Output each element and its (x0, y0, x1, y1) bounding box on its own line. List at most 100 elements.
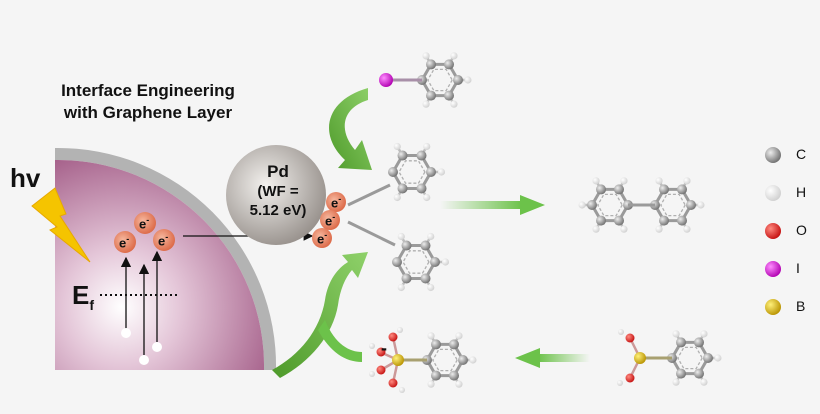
hydrogen-atom (427, 232, 435, 241)
carbon-atom (401, 273, 412, 284)
electron-label: e- (158, 232, 169, 249)
electron-label: e- (325, 212, 336, 229)
title-line-2: with Graphene Layer (63, 103, 233, 122)
boron-atom (634, 352, 646, 364)
carbon-atom (686, 200, 696, 210)
electron-label: e- (317, 230, 328, 247)
hydrogen-atom (618, 329, 624, 335)
hydrogen-atom (455, 332, 463, 340)
electron-label: e- (139, 215, 150, 232)
curved-arrow-bottom (272, 252, 368, 378)
hydrogen-atom (427, 283, 435, 292)
hydrogen-atom (578, 201, 586, 209)
carbon-atom (694, 368, 704, 379)
legend-label-b: B (796, 298, 806, 314)
hydrogen-atom (620, 225, 628, 233)
carbon-atom (397, 150, 408, 161)
carbon-atom (449, 339, 459, 350)
curved-arrow-bottom-tail (318, 320, 362, 362)
carbon-atom (444, 90, 454, 101)
hole (139, 355, 149, 365)
legend-atom-c (765, 147, 781, 163)
legend (765, 147, 781, 315)
electron (114, 231, 136, 253)
legend-atom-b (765, 299, 781, 315)
legend-atom-h (765, 185, 781, 201)
carbon-atom (694, 337, 704, 348)
hydrogen-atom (672, 330, 680, 338)
carbon-atom (401, 240, 412, 251)
electron-label: e- (331, 194, 342, 211)
carbon-atom (431, 339, 441, 350)
electron (326, 192, 346, 212)
carbon-atom (458, 355, 468, 365)
hydrogen-atom (469, 356, 477, 364)
hydrogen-atom (455, 380, 463, 388)
pd-work-function-1: (WF = (257, 183, 299, 200)
hydrogen-atom (437, 168, 446, 176)
curved-arrow-top (329, 88, 372, 170)
legend-label-o: O (796, 222, 807, 238)
pd-nanoparticle (226, 145, 326, 245)
hydrogen-atom (393, 193, 401, 202)
hydrogen-atom (697, 201, 705, 209)
carbon-atom (426, 90, 436, 101)
carbon-atom (677, 215, 687, 226)
hydrogen-atom (592, 225, 600, 233)
carbon-atom (453, 75, 463, 85)
legend-label-c: C (796, 146, 807, 162)
iodine-atom (379, 73, 393, 87)
carbon-atom (426, 167, 436, 177)
carbon-atom (659, 184, 669, 195)
hydrogen-atom (422, 100, 430, 108)
hydrogen-atom (423, 193, 431, 202)
hydrogen-atom (369, 343, 375, 349)
carbon-atom (676, 337, 686, 348)
carbon-atom (444, 59, 454, 70)
hydrogen-atom (450, 52, 458, 60)
carbon-atom (614, 184, 624, 195)
aryl-ring-lower (392, 232, 450, 292)
hydrogen-atom (450, 100, 458, 108)
hydrogen-atom (397, 327, 403, 333)
pd-label: Pd (WF = 5.12 eV) (228, 162, 328, 220)
electron (320, 210, 340, 230)
boronate-ring (422, 332, 477, 388)
hydrogen-atom (683, 177, 691, 185)
activation-arrow-head (515, 348, 540, 368)
light-label: hv (10, 163, 41, 193)
title-line-1: Interface Engineering (61, 81, 235, 100)
electron-label: e- (119, 234, 130, 251)
oxygen-atom (376, 365, 386, 375)
coupling-arrow-shaft (440, 201, 522, 209)
hydrogen-atom (397, 232, 405, 241)
hydrogen-atom (714, 354, 722, 362)
aryl-ring-upper (388, 142, 446, 202)
coupling-arrow-head (520, 195, 545, 215)
oxygen-atom (376, 347, 386, 357)
legend-atom-i (765, 261, 781, 277)
hydrogen-atom (399, 387, 405, 393)
carbon-atom (397, 183, 408, 194)
carbon-atom (659, 215, 669, 226)
pd-aryl-bond (347, 183, 391, 207)
carbon-atom (596, 184, 606, 195)
carbon-atom (614, 215, 624, 226)
activation-arrow-shaft (538, 354, 590, 362)
legend-atom-o (765, 223, 781, 239)
diagram-title: Interface Engineering with Graphene Laye… (18, 80, 278, 124)
electron (134, 212, 156, 234)
carbon-atom (416, 150, 427, 161)
legend-label-i: I (796, 260, 800, 276)
carbon-atom (677, 184, 687, 195)
carbon-atom (596, 215, 606, 226)
carbon-atom (676, 368, 686, 379)
hole (152, 342, 162, 352)
carbon-atom (420, 273, 431, 284)
pd-work-function-2: 5.12 eV) (249, 202, 307, 219)
oxygen-atom (625, 333, 635, 343)
hydrogen-atom (427, 332, 435, 340)
hole (121, 328, 131, 338)
